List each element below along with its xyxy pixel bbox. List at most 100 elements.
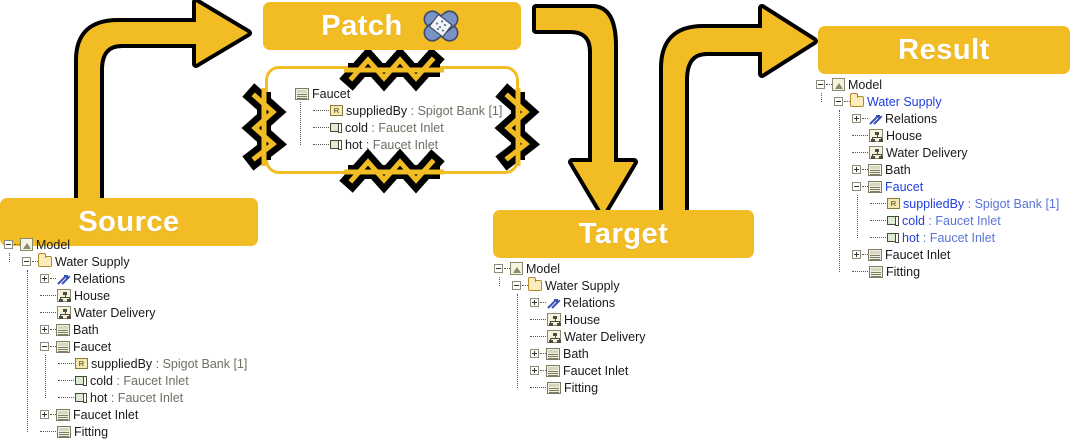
tree-connector	[40, 431, 56, 432]
tree-node-faucet-inlet[interactable]: Faucet Inlet	[4, 406, 247, 423]
block-icon	[868, 180, 882, 193]
tree-guide-line	[516, 294, 518, 388]
tree-connector	[313, 110, 329, 111]
tree-node-bath[interactable]: Bath	[494, 345, 646, 362]
tree-node-name: Model	[526, 261, 561, 276]
tree-node-name: suppliedBy	[346, 103, 408, 118]
tree-node-house[interactable]: House	[494, 311, 646, 328]
tree-node-relations[interactable]: Relations	[816, 110, 1059, 127]
banner-patch-label: Patch	[321, 9, 403, 42]
tree-node-faucet[interactable]: Faucet	[295, 85, 502, 102]
tree-node-label: House	[71, 289, 110, 303]
tree-node-label: House	[561, 313, 600, 327]
block-icon	[295, 87, 309, 100]
tree-node-name: Water Supply	[545, 278, 620, 293]
tree-node-hot[interactable]: hot : Faucet Inlet	[4, 389, 247, 406]
tree-node-faucet[interactable]: Faucet	[816, 178, 1059, 195]
relations-icon	[56, 272, 71, 285]
tree-connector	[530, 336, 546, 337]
tree-node-cold[interactable]: cold : Faucet Inlet	[4, 372, 247, 389]
tree-node-type: : Faucet Inlet	[924, 213, 1001, 228]
tree-node-bath[interactable]: Bath	[4, 321, 247, 338]
tree-node-faucet-inlet[interactable]: Faucet Inlet	[494, 362, 646, 379]
tree-node-cold[interactable]: cold : Faucet Inlet	[295, 119, 502, 136]
expand-icon[interactable]	[530, 298, 539, 307]
tree-node-hot[interactable]: hot : Faucet Inlet	[816, 229, 1059, 246]
tree-node-model[interactable]: Model	[494, 260, 646, 277]
tree-connector	[852, 135, 868, 136]
expand-icon[interactable]	[40, 325, 49, 334]
tree-guide-line	[44, 355, 46, 398]
org-icon	[869, 129, 883, 142]
port-icon	[75, 392, 87, 404]
tree-node-faucet[interactable]: Faucet	[4, 338, 247, 355]
tree-node-model[interactable]: Model	[816, 76, 1059, 93]
tree-node-relations[interactable]: Relations	[4, 270, 247, 287]
tree-node-label: cold : Faucet Inlet	[899, 214, 1001, 228]
tree-node-label: Faucet	[309, 87, 350, 101]
tree-node-model[interactable]: Model	[4, 236, 247, 253]
tree-node-house[interactable]: House	[4, 287, 247, 304]
tree-node-water-supply[interactable]: Water Supply	[4, 253, 247, 270]
tree-node-water-delivery[interactable]: Water Delivery	[4, 304, 247, 321]
tree-node-bath[interactable]: Bath	[816, 161, 1059, 178]
collapse-icon[interactable]	[22, 257, 31, 266]
tree-node-name: Bath	[563, 346, 589, 361]
tree-node-name: Model	[848, 77, 883, 92]
tree-node-label: Water Supply	[542, 279, 620, 293]
tree-guide-line	[26, 270, 28, 432]
tree-node-water-supply[interactable]: Water Supply	[494, 277, 646, 294]
collapse-icon[interactable]	[852, 182, 861, 191]
collapse-icon[interactable]	[4, 240, 13, 249]
tree-connector	[862, 254, 868, 255]
expand-icon[interactable]	[530, 366, 539, 375]
tree-node-faucet-inlet[interactable]: Faucet Inlet	[816, 246, 1059, 263]
tree-node-fitting[interactable]: Fitting	[4, 423, 247, 440]
tree-node-name: House	[74, 288, 111, 303]
tree-node-house[interactable]: House	[816, 127, 1059, 144]
tree-node-water-supply[interactable]: Water Supply	[816, 93, 1059, 110]
tree-connector	[862, 169, 868, 170]
expand-icon[interactable]	[530, 349, 539, 358]
expand-icon[interactable]	[40, 274, 49, 283]
collapse-icon[interactable]	[512, 281, 521, 290]
collapse-icon[interactable]	[40, 342, 49, 351]
expand-icon[interactable]	[852, 250, 861, 259]
expand-icon[interactable]	[852, 165, 861, 174]
tree-guide-line	[856, 195, 858, 238]
banner-target-label: Target	[578, 217, 669, 250]
tree-connector	[50, 278, 56, 279]
tree-node-fitting[interactable]: Fitting	[494, 379, 646, 396]
relations-icon	[546, 296, 561, 309]
expand-icon[interactable]	[40, 410, 49, 419]
tree-node-name: cold	[902, 213, 925, 228]
tree-node-label: hot : Faucet Inlet	[899, 231, 995, 245]
tree-node-relations[interactable]: Relations	[494, 294, 646, 311]
tree-node-cold[interactable]: cold : Faucet Inlet	[816, 212, 1059, 229]
tree-node-label: Relations	[70, 272, 125, 286]
tree-connector	[40, 312, 56, 313]
tree-node-water-delivery[interactable]: Water Delivery	[494, 328, 646, 345]
tree-node-fitting[interactable]: Fitting	[816, 263, 1059, 280]
collapse-icon[interactable]	[816, 80, 825, 89]
tree-node-label: Relations	[560, 296, 615, 310]
tree-node-name: hot	[902, 230, 920, 245]
block-icon	[868, 248, 882, 261]
collapse-icon[interactable]	[834, 97, 843, 106]
tree-node-hot[interactable]: hot : Faucet Inlet	[295, 136, 502, 153]
tree-node-type: : Faucet Inlet	[112, 373, 189, 388]
folder-icon	[850, 93, 864, 107]
tree-node-label: Water Delivery	[71, 306, 156, 320]
reference-icon: R	[75, 358, 88, 369]
tree-node-water-delivery[interactable]: Water Delivery	[816, 144, 1059, 161]
tree-connector	[313, 127, 329, 128]
expand-icon[interactable]	[852, 114, 861, 123]
collapse-icon[interactable]	[494, 264, 503, 273]
